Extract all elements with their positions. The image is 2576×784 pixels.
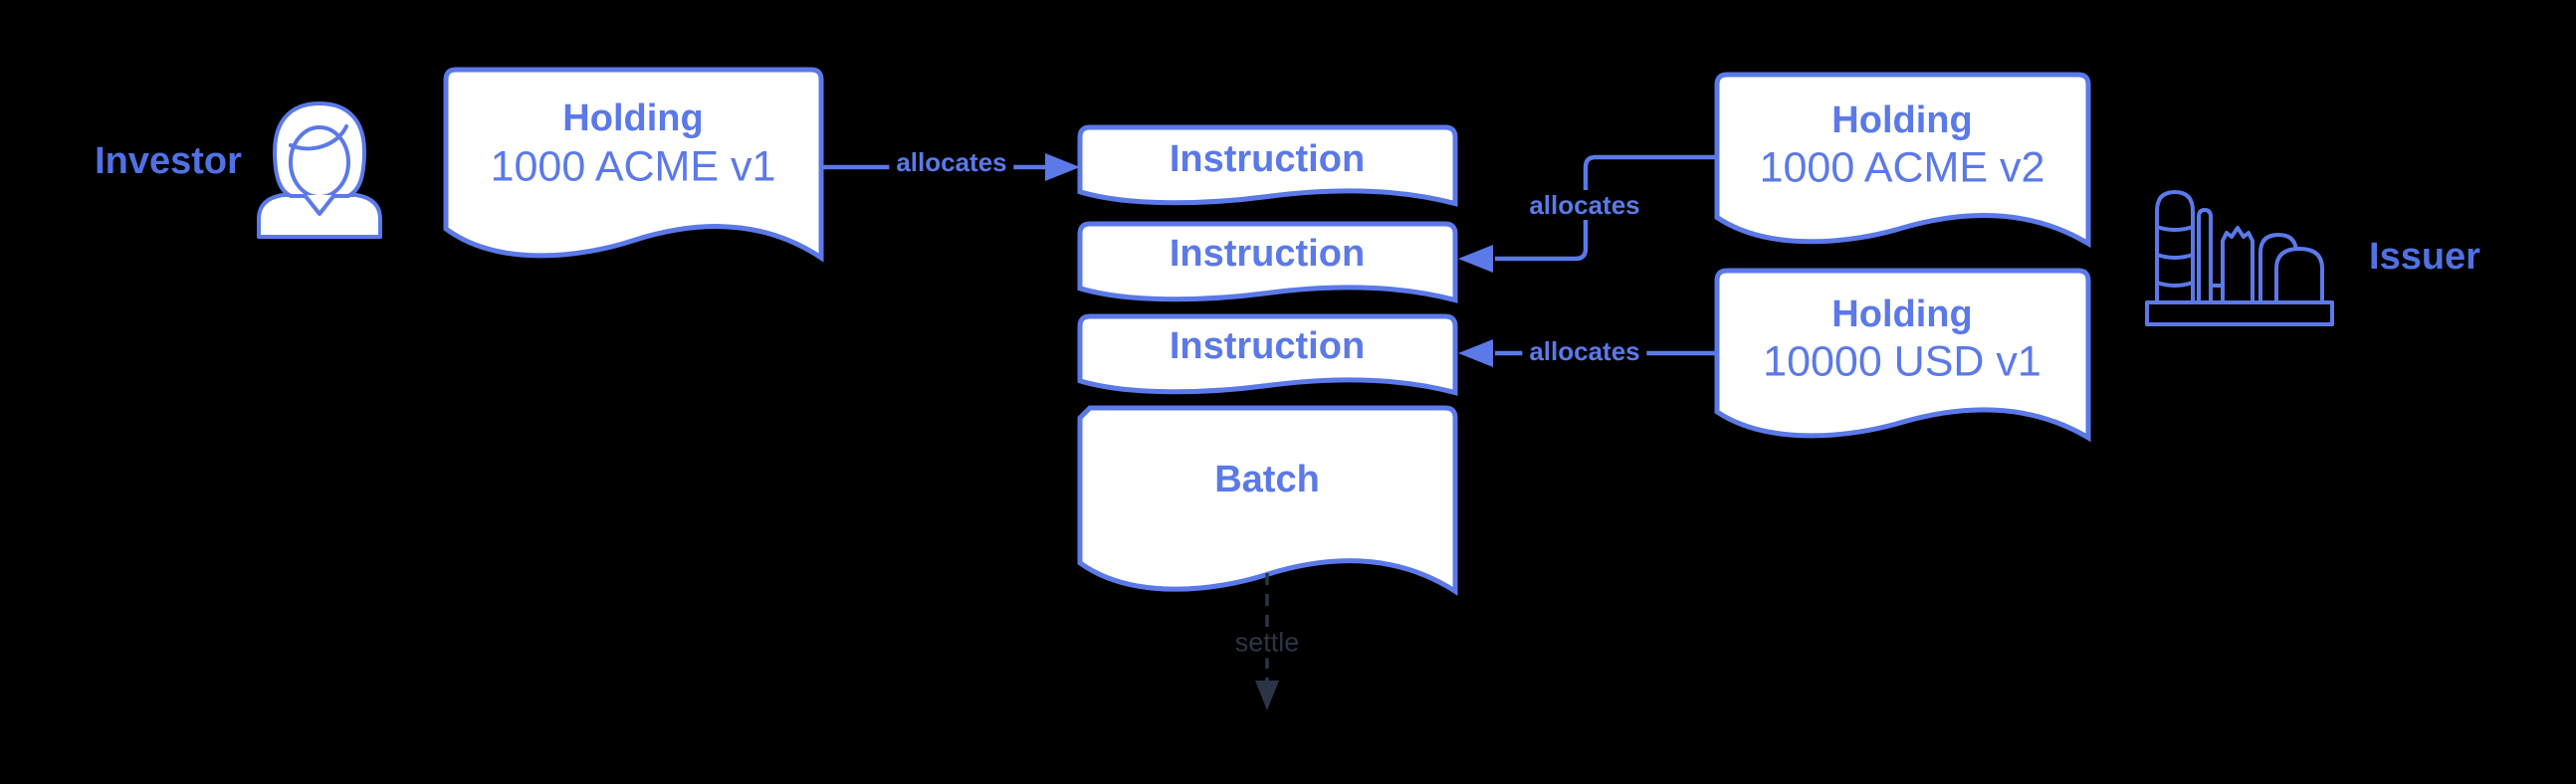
arrowhead-down-icon — [1255, 681, 1279, 710]
allocates-label-acme-v2: allocates — [1522, 190, 1647, 220]
holding-acme-v1-subtitle: 1000 ACME v1 — [490, 142, 776, 191]
batch-title: Batch — [1214, 459, 1320, 500]
instruction-1-title: Instruction — [1169, 138, 1366, 180]
settle-arrow — [1255, 573, 1279, 710]
holding-acme-v1-node — [443, 67, 824, 263]
instruction-2-node — [1077, 221, 1458, 303]
arrowhead-left-icon — [1458, 339, 1493, 367]
instruction-3-node — [1077, 313, 1458, 396]
holding-usd-v1-node — [1714, 268, 2091, 443]
holding-acme-v2-node — [1714, 72, 2091, 249]
holding-acme-v1-title: Holding — [562, 98, 704, 139]
allocates-label-usd: allocates — [1522, 336, 1647, 366]
instruction-1-node — [1077, 124, 1458, 207]
arrowhead-left-icon — [1458, 245, 1493, 273]
settle-label: settle — [1229, 627, 1305, 659]
holding-usd-v1-title: Holding — [1831, 294, 1973, 335]
investor-label: Investor — [95, 140, 242, 182]
holding-acme-v2-title: Holding — [1831, 99, 1973, 141]
issuer-label: Issuer — [2369, 236, 2480, 278]
investor-person-icon — [257, 101, 382, 239]
holding-usd-v1-subtitle: 10000 USD v1 — [1763, 337, 2041, 386]
holding-acme-v2-subtitle: 1000 ACME v2 — [1759, 143, 2045, 192]
instruction-2-title: Instruction — [1169, 233, 1366, 275]
issuer-factory-icon — [2145, 190, 2334, 326]
instruction-3-title: Instruction — [1169, 325, 1366, 367]
arrowhead-right-icon — [1045, 153, 1080, 181]
allocates-label-investor: allocates — [889, 147, 1014, 177]
